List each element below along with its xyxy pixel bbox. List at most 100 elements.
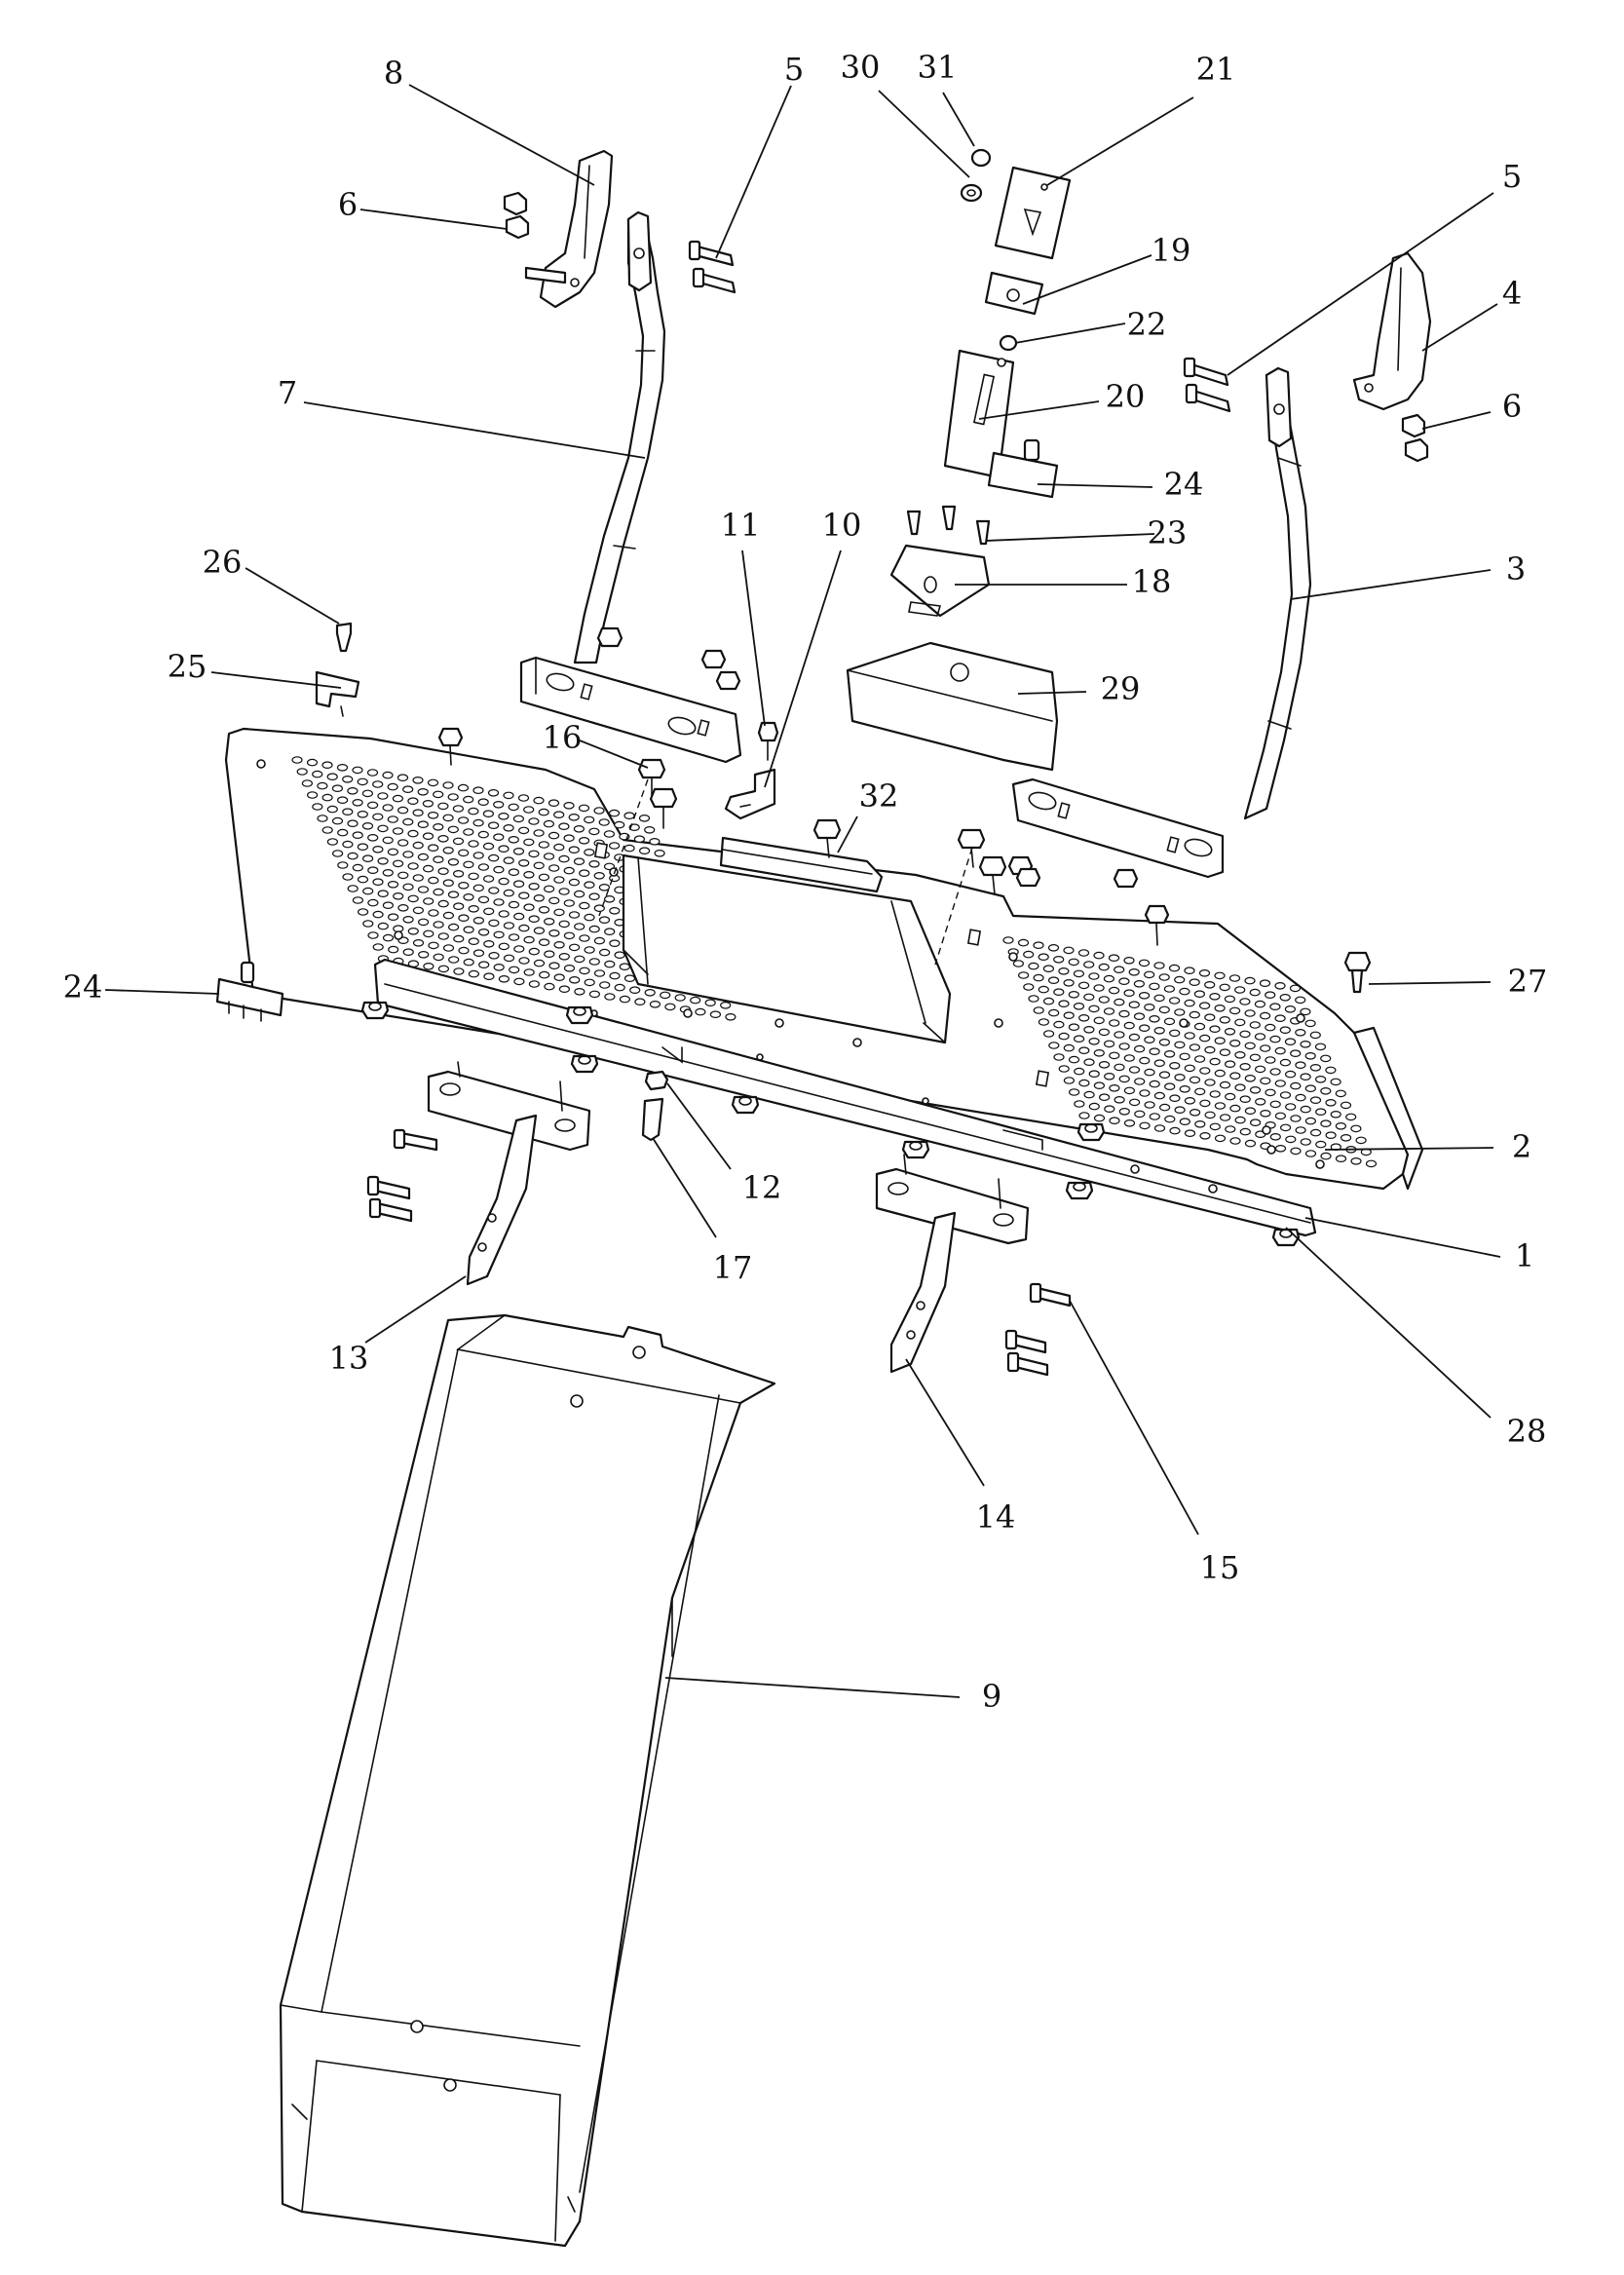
perforation-hole (1295, 1029, 1306, 1037)
perforation-hole (1239, 998, 1251, 1005)
perforation-hole (523, 870, 535, 879)
perforation-hole (1163, 985, 1176, 993)
perforation-hole (1193, 990, 1206, 999)
perforation-hole (1144, 1036, 1155, 1044)
perforation-hole (331, 784, 343, 793)
perforation-hole (442, 911, 454, 920)
perforation-hole (608, 809, 621, 817)
perforation-hole (1038, 1018, 1050, 1026)
perforation-hole (1038, 985, 1049, 994)
perforation-hole (1285, 1135, 1297, 1144)
perforation-hole (1123, 1054, 1135, 1062)
perforation-hole (442, 814, 454, 822)
perforation-hole (593, 807, 605, 815)
perforation-hole (579, 967, 590, 975)
perforation-hole (1088, 1038, 1100, 1045)
perforation-hole (1193, 1022, 1206, 1031)
perforation-hole (361, 821, 374, 830)
perforation-hole (1335, 1089, 1346, 1098)
perforation-hole (291, 756, 303, 764)
bolts-16 (637, 758, 678, 829)
perforation-hole (1269, 1035, 1281, 1043)
perforation-hole (1304, 1084, 1316, 1093)
perforation-hole (695, 1007, 706, 1016)
perforation-hole (377, 792, 389, 800)
screw-26 (335, 622, 353, 653)
perforation-hole (578, 836, 590, 845)
perforation-hole (1234, 1051, 1246, 1059)
perforation-hole (382, 933, 395, 942)
perforation-hole (1109, 1084, 1120, 1092)
perforation-hole (463, 795, 474, 804)
perforation-hole (336, 763, 349, 772)
perforation-hole (1284, 1070, 1297, 1079)
perforation-hole (1114, 1096, 1125, 1104)
perforation-hole (574, 923, 585, 930)
perforation-hole (1058, 1000, 1070, 1008)
perforation-hole (488, 951, 500, 960)
perforation-hole (518, 891, 530, 900)
perforation-hole (367, 866, 379, 875)
perforation-hole (477, 798, 489, 807)
perforation-hole (493, 898, 505, 906)
perforation-hole (412, 809, 424, 817)
perforation-hole (1068, 1088, 1080, 1096)
perforation-hole (674, 994, 686, 1002)
perforation-hole (442, 846, 454, 854)
perforation-hole (1174, 1041, 1186, 1049)
perforation-hole (1184, 967, 1195, 975)
perforation-hole (553, 843, 565, 852)
perforation-hole (1350, 1124, 1362, 1133)
perforation-hole (604, 993, 616, 1001)
callout-31: 31 (918, 49, 958, 86)
perforation-hole (1164, 1115, 1176, 1123)
perforation-hole (513, 912, 525, 921)
perforation-hole (478, 961, 490, 969)
perforation-hole (1012, 960, 1025, 967)
perforation-hole (553, 973, 565, 982)
perforation-hole (1042, 1030, 1055, 1038)
perforation-hole (347, 819, 359, 828)
perforation-hole (1269, 1068, 1281, 1076)
perforation-hole (1179, 987, 1190, 996)
perforation-hole (584, 848, 595, 856)
perforation-hole (512, 880, 525, 889)
perforation-hole (488, 853, 500, 862)
perforation-hole (347, 852, 359, 860)
perforation-hole (1199, 1067, 1211, 1075)
perforation-hole (1219, 1081, 1231, 1089)
perforation-hole (1300, 1105, 1311, 1114)
perforation-hole (1168, 964, 1181, 972)
perforation-hole (1229, 1072, 1241, 1081)
perforation-hole (563, 834, 575, 843)
callout-25: 25 (168, 648, 208, 685)
perforation-hole (382, 771, 394, 779)
perforation-hole (1260, 1110, 1271, 1118)
perforation-hole (347, 885, 359, 892)
perforation-hole (1063, 1077, 1076, 1084)
flange-nut-bore (738, 1096, 752, 1106)
perforation-hole (578, 804, 590, 813)
perforation-hole (528, 817, 540, 825)
perforation-hole (1234, 986, 1246, 994)
perforation-hole (598, 818, 610, 826)
flange-nut-bore (1073, 1182, 1086, 1192)
perforation-hole (1163, 1050, 1176, 1058)
perforation-hole (453, 869, 465, 878)
perforation-hole (1093, 1049, 1105, 1057)
perforation-hole (503, 823, 514, 832)
perforation-hole (598, 916, 611, 925)
perforation-hole (367, 833, 379, 842)
perforation-hole (458, 849, 470, 857)
perforation-hole (1214, 1005, 1226, 1012)
perforation-hole (1134, 1078, 1146, 1085)
perforation-hole (512, 815, 525, 823)
perforation-hole (523, 935, 535, 944)
perforation-hole (609, 906, 621, 915)
perforation-hole (1214, 1134, 1227, 1143)
perforation-hole (1189, 1109, 1201, 1117)
perforation-hole (427, 778, 439, 787)
perforation-hole (1153, 994, 1165, 1003)
perforation-hole (342, 775, 354, 783)
